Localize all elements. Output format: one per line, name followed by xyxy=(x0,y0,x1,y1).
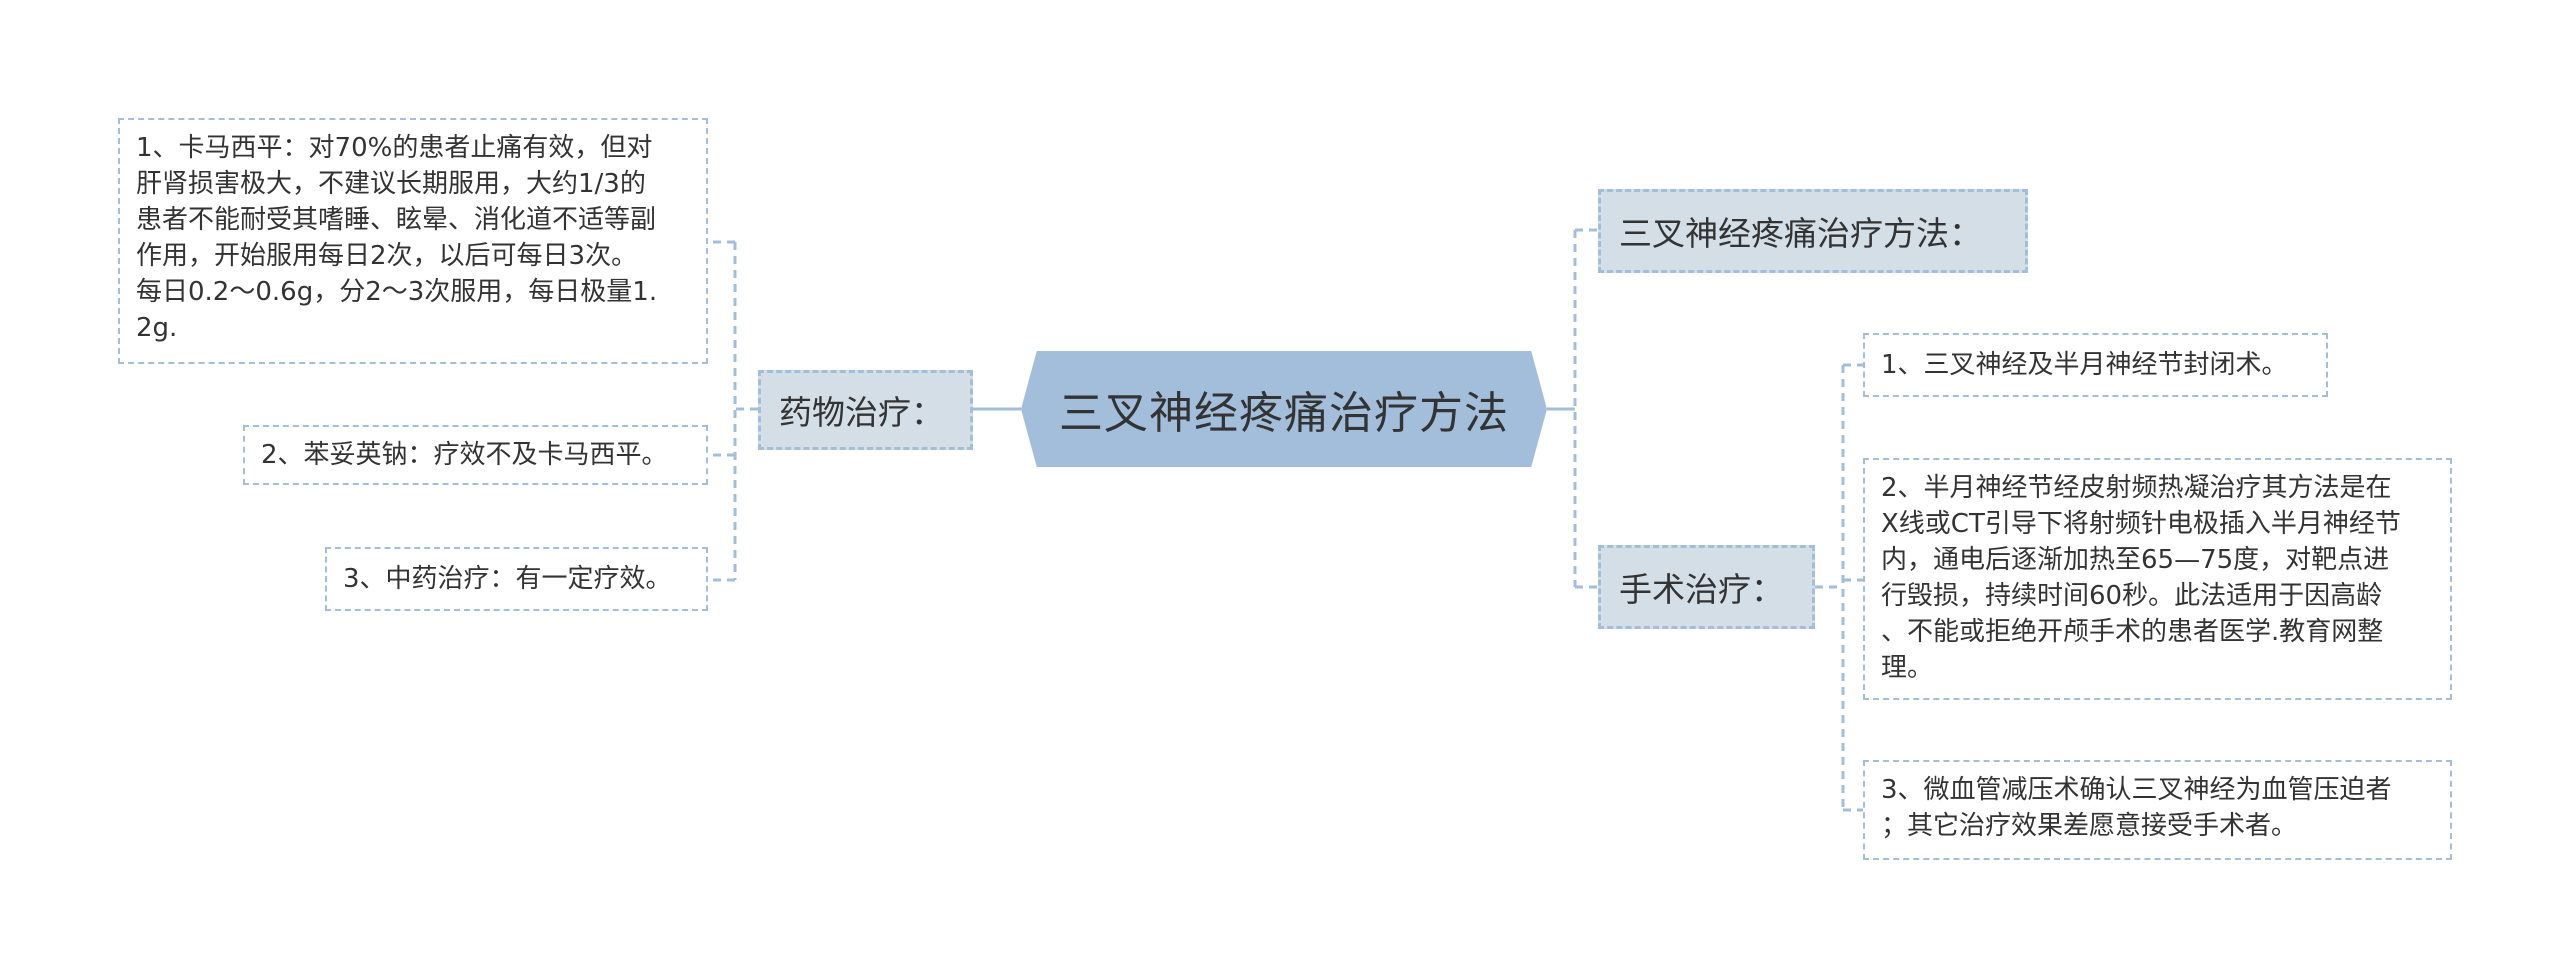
root-topic[interactable]: 三叉神经疼痛治疗方法 xyxy=(1021,351,1547,467)
branch-surgery-label: 手术治疗： xyxy=(1619,570,1784,609)
leaf-drug-tcm[interactable]: 3、中药治疗：有一定疗效。 xyxy=(325,547,708,611)
leaf-surgery-radiofrequency[interactable]: 2、半月神经节经皮射频热凝治疗其方法是在 X线或CT引导下将射频针电极插入半月神… xyxy=(1863,458,2452,700)
branch-methods-header[interactable]: 三叉神经疼痛治疗方法： xyxy=(1598,189,2028,273)
branch-surgery[interactable]: 手术治疗： xyxy=(1598,545,1815,629)
branch-drug-treatment-label: 药物治疗： xyxy=(779,393,944,432)
branch-methods-header-label: 三叉神经疼痛治疗方法： xyxy=(1619,214,1982,253)
branch-drug-treatment[interactable]: 药物治疗： xyxy=(758,370,973,450)
leaf-surgery-microvascular[interactable]: 3、微血管减压术确认三叉神经为血管压迫者 ；其它治疗效果差愿意接受手术者。 xyxy=(1863,760,2452,860)
leaf-drug-phenytoin[interactable]: 2、苯妥英钠：疗效不及卡马西平。 xyxy=(243,425,708,485)
leaf-drug-carbamazepine[interactable]: 1、卡马西平：对70%的患者止痛有效，但对 肝肾损害极大，不建议长期服用，大约1… xyxy=(118,118,708,364)
leaf-surgery-block[interactable]: 1、三叉神经及半月神经节封闭术。 xyxy=(1863,333,2328,397)
root-topic-label: 三叉神经疼痛治疗方法 xyxy=(1059,388,1509,439)
